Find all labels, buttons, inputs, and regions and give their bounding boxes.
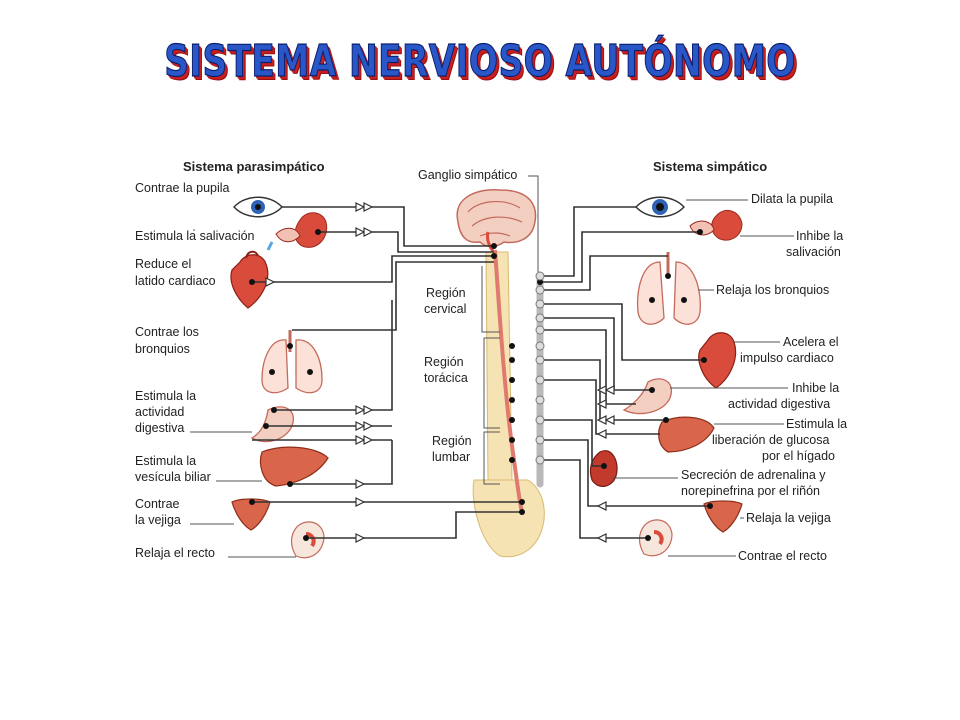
symp-kidney-label-1: Secreción de adrenalina y [681,468,826,482]
para-bronchi-label-1: Contrae los [135,325,199,339]
para-gallbladder-label-2: vesícula biliar [135,470,211,484]
parasympathetic-nerves [190,206,522,558]
spinal-column [472,249,545,558]
symp-bladder-label: Relaja la vejiga [746,511,831,525]
diagram-title: SISTEMA NERVIOSO AUTÓNOMO [164,35,796,87]
symp-digestive-label-2: actividad digestiva [728,397,830,411]
region-cervical-line2: cervical [424,302,466,316]
para-rectum-label: Relaja el recto [135,546,215,560]
region-lumbar-line2: lumbar [432,450,470,464]
para-bladder-label-2: la vejiga [135,513,181,527]
ganglion-arrows [265,202,615,543]
symp-pupil-label: Dilata la pupila [751,192,833,206]
ganglion-label: Ganglio simpático [418,168,517,182]
cervical-bracket [481,266,500,333]
bladder-icon [703,500,743,533]
ganglion-leader-line [528,175,539,272]
symp-heart-label-1: Acelera el [783,335,839,349]
para-heart-label-2: latido cardiaco [135,274,216,288]
para-pupil-label: Contrae la pupila [135,181,230,195]
region-thoracic-line1: Región [424,355,464,369]
stomach-icon [622,378,673,415]
sympathetic-chain-ganglia [535,271,545,465]
salivary-gland-icon [266,212,328,251]
synapse-dots [249,229,713,541]
sympathetic-nerves [540,199,794,557]
symp-liver-label-2: liberación de glucosa [712,433,829,447]
para-salivation-label: Estimula la salivación [135,229,255,243]
region-thoracic-line2: torácica [424,371,468,385]
region-cervical-line1: Región [426,286,466,300]
bladder-icon [231,498,271,531]
para-bronchi-label-2: bronquios [135,342,190,356]
symp-digestive-label-1: Inhibe la [792,381,839,395]
liver-icon [259,446,329,487]
para-gallbladder-label-1: Estimula la [135,454,196,468]
eye-icon [635,196,685,218]
lungs-icon [261,330,323,394]
para-digestive-label-3: digestiva [135,421,184,435]
parasympathetic-header: Sistema parasimpático [183,159,325,174]
symp-liver-label-3: por el hígado [762,449,835,463]
symp-rectum-label: Contrae el recto [738,549,827,563]
thoracic-bracket [483,337,500,429]
symp-kidney-label-2: norepinefrina por el riñón [681,484,820,498]
para-digestive-label-1: Estimula la [135,389,196,403]
symp-liver-label-1: Estimula la [786,417,847,431]
lumbar-bracket [483,431,500,485]
symp-salivation-label-1: Inhibe la [796,229,843,243]
liver-icon [658,416,715,453]
para-bladder-label-1: Contrae [135,497,180,511]
symp-bronchi-label: Relaja los bronquios [716,283,829,297]
symp-heart-label-2: impulso cardiaco [740,351,834,365]
heart-icon [698,332,737,389]
para-heart-label-1: Reduce el [135,257,191,271]
eye-icon [233,196,283,218]
sympathetic-header: Sistema simpático [653,159,767,174]
heart-icon [230,250,269,309]
brain-illustration [456,188,537,254]
para-digestive-label-2: actividad [135,405,184,419]
lungs-icon [636,252,701,325]
salivary-gland-icon [689,209,743,241]
rectum-icon [638,519,673,557]
symp-salivation-label-2: salivación [786,245,841,259]
region-lumbar-line1: Región [432,434,472,448]
